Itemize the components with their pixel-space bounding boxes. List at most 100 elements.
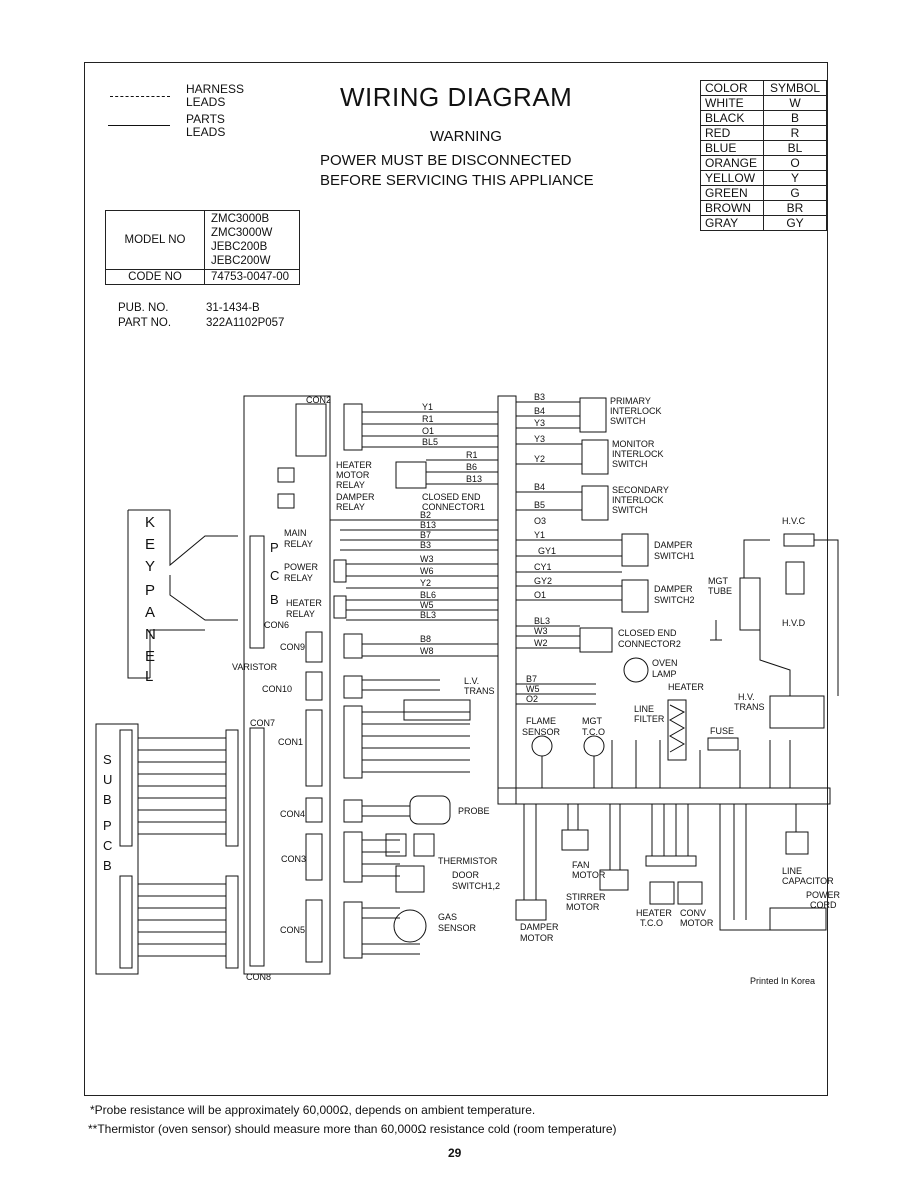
part-label: PART NO. bbox=[118, 317, 172, 329]
damper-switch2-label-2: SWITCH2 bbox=[654, 595, 695, 605]
line-filter-label-1: LINE bbox=[634, 704, 654, 714]
mgt-tube-label-1: MGT bbox=[708, 576, 728, 586]
line-filter-label-2: FILTER bbox=[634, 714, 665, 724]
wire-label: B4 bbox=[534, 482, 545, 492]
key-panel-letter: K bbox=[145, 514, 155, 531]
wire-label: W8 bbox=[420, 646, 434, 656]
con5-label: CON5 bbox=[280, 925, 305, 935]
wire-label: Y1 bbox=[534, 530, 545, 540]
door-switch-label-1: DOOR bbox=[452, 870, 480, 880]
power-relay-label-1: POWER bbox=[284, 562, 319, 572]
key-panel-letter: E bbox=[145, 536, 155, 553]
wire-label: W3 bbox=[534, 626, 548, 636]
hv-trans-label-1: H.V. bbox=[738, 692, 755, 702]
wire-labels-left: Y1 R1 O1 BL5 R1 B6 B13 B2 B13 B7 B3 W3 W… bbox=[420, 402, 482, 656]
pcb-letter-c: C bbox=[270, 568, 279, 583]
key-panel-letter: N bbox=[145, 626, 156, 643]
damper-switch2-label-1: DAMPER bbox=[654, 584, 693, 594]
conv-motor-label-1: CONV bbox=[680, 908, 706, 918]
oven-lamp-label-1: OVEN bbox=[652, 658, 678, 668]
power-cord-label-2: CORD bbox=[810, 900, 837, 910]
wire-label: Y3 bbox=[534, 434, 545, 444]
symbol-header: SYMBOL bbox=[763, 80, 827, 96]
con3-label: CON3 bbox=[281, 854, 306, 864]
heater-relay-label-2: RELAY bbox=[286, 609, 315, 619]
part-value: 322A1102P057 bbox=[206, 317, 285, 329]
thermistor-label: THERMISTOR bbox=[438, 856, 498, 866]
pub-value: 31-1434-B bbox=[206, 302, 260, 314]
wire-label: B3 bbox=[534, 392, 545, 402]
damper-switch1-label-2: SWITCH1 bbox=[654, 551, 695, 561]
page-number: 29 bbox=[448, 1146, 462, 1160]
secondary-switch-label-3: SWITCH bbox=[612, 505, 648, 515]
wire-label: Y2 bbox=[534, 454, 545, 464]
fan-motor-label-1: FAN bbox=[572, 860, 590, 870]
monitor-switch-label-3: SWITCH bbox=[612, 459, 648, 469]
mgt-tube-label-2: TUBE bbox=[708, 586, 732, 596]
key-panel-letter: P bbox=[145, 582, 155, 599]
gas-sensor-label-1: GAS bbox=[438, 912, 457, 922]
con9-label: CON9 bbox=[280, 642, 305, 652]
wire-label: B2 bbox=[420, 510, 431, 520]
harness-label-1: HARNESS bbox=[186, 82, 245, 96]
closed-end-2-label-2: CONNECTOR2 bbox=[618, 639, 681, 649]
color-name: GRAY bbox=[700, 215, 764, 231]
color-symbol: GY bbox=[763, 215, 827, 231]
heater-motor-relay-label-1: HEATER bbox=[336, 460, 372, 470]
pcb-letter-b: B bbox=[270, 592, 279, 607]
closed-end-1-label-2: CONNECTOR1 bbox=[422, 502, 485, 512]
warning-line-2: BEFORE SERVICING THIS APPLIANCE bbox=[320, 172, 594, 189]
wire-label: B8 bbox=[420, 634, 431, 644]
heater-label: HEATER bbox=[668, 682, 704, 692]
wire-label: B3 bbox=[420, 540, 431, 550]
sub-pcb: S U B P C B bbox=[95, 723, 239, 975]
line-capacitor-label-2: CAPACITOR bbox=[782, 876, 834, 886]
wire-label: Y3 bbox=[534, 418, 545, 428]
wire-label: O3 bbox=[534, 516, 546, 526]
hvc-label: H.V.C bbox=[782, 516, 806, 526]
wire-label: GY2 bbox=[534, 576, 552, 586]
con4-label: CON4 bbox=[280, 809, 305, 819]
secondary-switch-label-1: SECONDARY bbox=[612, 485, 669, 495]
wire-labels-right: B3 B4 Y3 Y3 Y2 B4 B5 O3 Y1 GY1 CY1 GY2 O… bbox=[526, 392, 556, 704]
pub-label: PUB. NO. bbox=[118, 302, 169, 314]
wire-label: W2 bbox=[534, 638, 548, 648]
wire-label: B6 bbox=[466, 462, 477, 472]
damper-relay-label-1: DAMPER bbox=[336, 492, 375, 502]
sub-pcb-letter: B bbox=[103, 792, 112, 807]
wire-label: W3 bbox=[420, 554, 434, 564]
sub-pcb-letter: S bbox=[103, 752, 112, 767]
wire-label: W5 bbox=[420, 600, 434, 610]
left-harness: CLOSED END CONNECTOR1 L.V. TRANS P bbox=[330, 403, 500, 959]
line-capacitor-label-1: LINE bbox=[782, 866, 802, 876]
key-panel-letter: E bbox=[145, 648, 155, 665]
damper-motor-label-1: DAMPER bbox=[520, 922, 559, 932]
footnote-thermistor: **Thermistor (oven sensor) should measur… bbox=[88, 1122, 617, 1136]
wire-label: B13 bbox=[420, 520, 436, 530]
key-panel-letter: Y bbox=[145, 558, 155, 575]
key-panel-letter: L bbox=[145, 668, 153, 685]
footnote-probe: *Probe resistance will be approximately … bbox=[90, 1103, 536, 1117]
diagram-frame bbox=[84, 62, 828, 1096]
warning-line-1: POWER MUST BE DISCONNECTED bbox=[320, 152, 572, 169]
flame-sensor-label-2: SENSOR bbox=[522, 727, 561, 737]
wire-label: BL6 bbox=[420, 590, 436, 600]
parts-leads-line bbox=[108, 125, 170, 126]
parts-label-2: LEADS bbox=[186, 125, 226, 139]
lv-trans-label-1: L.V. bbox=[464, 676, 479, 686]
damper-relay-label-2: RELAY bbox=[336, 502, 365, 512]
sub-pcb-letter: P bbox=[103, 818, 112, 833]
hvd-label: H.V.D bbox=[782, 618, 806, 628]
model-table: MODEL NO ZMC3000B ZMC3000W JEBC200B JEBC… bbox=[105, 210, 300, 285]
bottom-components: DAMPER MOTOR FAN MOTOR STIRRER MOTOR HEA… bbox=[515, 804, 841, 943]
primary-switch-label-2: INTERLOCK bbox=[610, 406, 662, 416]
wire-label: BL3 bbox=[534, 616, 550, 626]
fuse-label: FUSE bbox=[710, 726, 734, 736]
model-number: ZMC3000W bbox=[211, 227, 273, 239]
flame-sensor-label-1: FLAME bbox=[526, 716, 556, 726]
lv-trans-label-2: TRANS bbox=[464, 686, 495, 696]
wire-label: B7 bbox=[420, 530, 431, 540]
probe-label: PROBE bbox=[458, 806, 490, 816]
closed-end-1-label-1: CLOSED END bbox=[422, 492, 481, 502]
